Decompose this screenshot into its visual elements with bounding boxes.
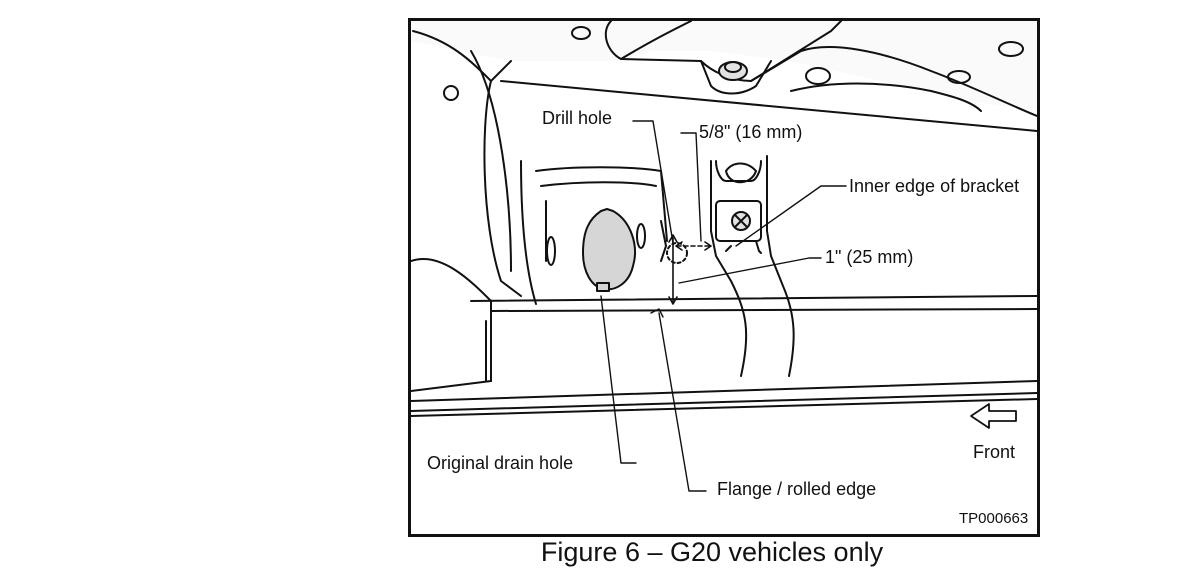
label-flange-offset: 1" (25 mm) [825, 247, 914, 267]
figure-illustration-frame: Drill hole 5/8" (16 mm) Inner edge of br… [408, 18, 1040, 537]
label-front: Front [973, 442, 1016, 462]
figure-id: TP000663 [959, 510, 1029, 527]
label-inner-edge-of-bracket: Inner edge of bracket [849, 176, 1020, 196]
label-flange-rolled-edge: Flange / rolled edge [717, 479, 877, 499]
label-drill-hole: Drill hole [542, 108, 613, 128]
label-bracket-offset: 5/8" (16 mm) [699, 122, 803, 142]
figure-caption: Figure 6 – G20 vehicles only [540, 537, 884, 567]
panel-line-drawing [411, 21, 1037, 492]
label-original-drain-hole: Original drain hole [427, 453, 574, 473]
